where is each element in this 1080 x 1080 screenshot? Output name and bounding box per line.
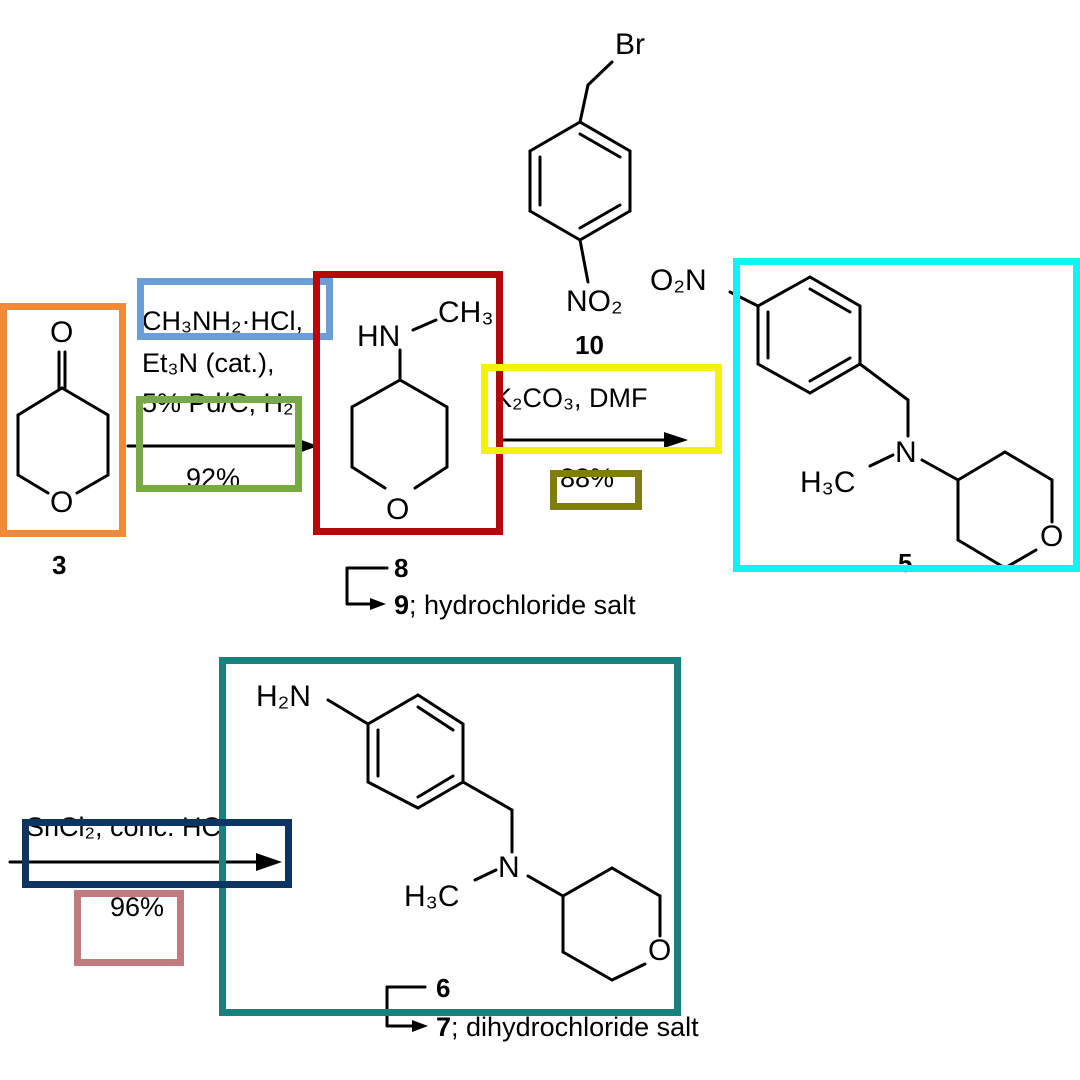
compound-8-ring-oxygen: O: [386, 493, 410, 526]
highlight-box-step-1-yield: [136, 396, 302, 492]
compound-5-methyl: H₃C: [800, 466, 856, 499]
compound-10-number: 10: [575, 330, 604, 360]
highlight-box-compound-5: [733, 258, 1080, 572]
compound-9-label: 9; hydrochloride salt: [394, 592, 636, 619]
step-3-yield: 96%: [110, 892, 165, 922]
compound-10-bromo: Br: [615, 28, 645, 61]
compound-5-ring-oxygen: O: [1040, 520, 1064, 553]
compound-9-salt-text: ; hydrochloride salt: [409, 590, 636, 620]
step-2-arrowhead: [664, 432, 688, 448]
compound-6-amine: H₂N: [256, 680, 311, 713]
compound-8-methyl: CH₃: [438, 296, 494, 329]
step-1-reagent-line-2: Et₃N (cat.),: [142, 348, 275, 378]
compound-3-carbonyl-oxygen: O: [50, 316, 74, 349]
highlight-box-compound-3: [0, 303, 126, 537]
compound-3-number: 3: [52, 550, 67, 580]
step-1-reagent-line-3: 5% Pd/C, H₂: [142, 388, 294, 418]
compound-7-label: 7; dihydrochloride salt: [436, 1014, 699, 1041]
step-2-reagent: K₂CO₃, DMF: [494, 383, 648, 413]
compound-8-amine: HN: [357, 320, 401, 353]
compound-6-structure: [326, 693, 662, 982]
compound-3-structure: [16, 350, 110, 495]
step-3-arrowhead: [256, 853, 282, 871]
compound-10-structure: [528, 60, 632, 284]
compound-8-structure: [350, 318, 449, 490]
compound-8-number: 8: [394, 553, 409, 583]
compound-9-number: 9: [394, 590, 410, 620]
compound-6-number: 6: [436, 973, 451, 1003]
compound-6-nitrogen: N: [498, 851, 520, 884]
compound-6-methyl: H₃C: [404, 880, 460, 913]
highlight-box-step-1-reagent: [137, 278, 333, 340]
highlight-box-step-3-reagent: [22, 819, 292, 888]
compound-7-number: 7: [436, 1012, 452, 1042]
compound-5-nitrogen: N: [895, 436, 917, 469]
reaction-arrows: [8, 432, 688, 871]
step-1-reagent-line-1: CH₃NH₂·HCl,: [142, 306, 303, 336]
step-3-reagent: SnCl₂, conc. HCl: [26, 812, 228, 842]
compound-10-nitro: NO₂: [566, 285, 623, 318]
compound-3-ring-oxygen: O: [50, 486, 74, 519]
step-2-yield: 88%: [560, 463, 615, 493]
highlight-box-compound-8: [313, 271, 503, 535]
highlight-box-step-2-reagent: [481, 364, 722, 454]
salt-arrow-6-to-7: [385, 985, 427, 1028]
compound-6-ring-oxygen: O: [648, 934, 672, 967]
compound-5-nitro: O₂N: [650, 264, 707, 297]
highlight-box-step-2-yield: [550, 470, 642, 510]
highlight-box-compound-6: [219, 657, 681, 1016]
compound-5-structure: [728, 275, 1054, 570]
salt-arrow-8-to-9: [345, 566, 389, 606]
salt-arrows: [345, 566, 428, 1032]
compound-7-salt-text: ; dihydrochloride salt: [451, 1012, 699, 1042]
highlight-box-step-3-yield: [74, 890, 184, 966]
